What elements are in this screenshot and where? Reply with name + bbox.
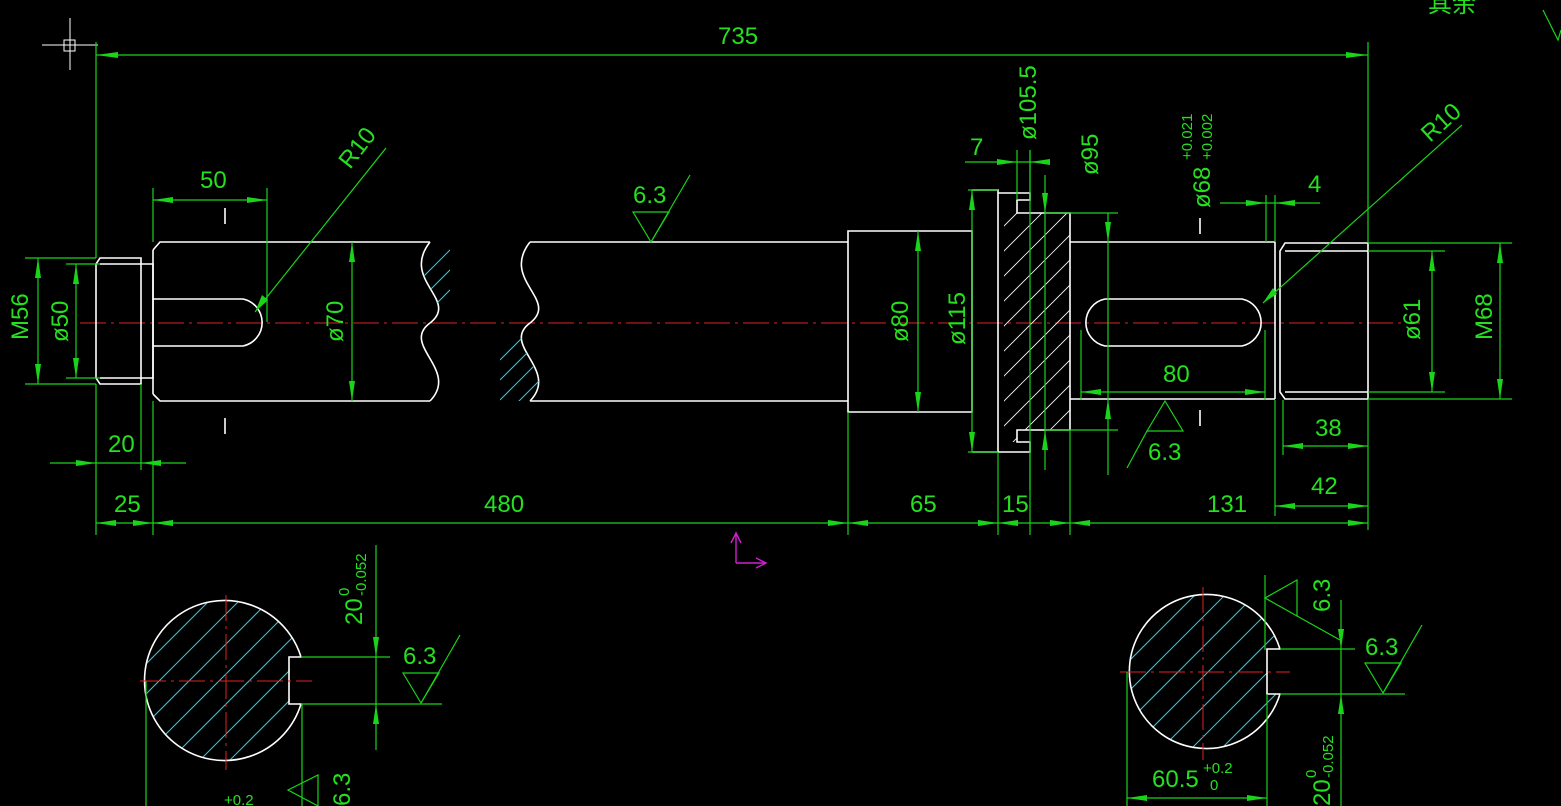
dim-dia68-text: ø68 <box>1189 167 1216 208</box>
sec-right-depth-tol-upper: +0.2 <box>1203 760 1233 777</box>
dim-dia50-text: ø50 <box>47 301 74 342</box>
dim-r10-left: R10 <box>333 122 381 173</box>
dim-50: 50 <box>200 167 227 194</box>
dim-bottom-chain: 25 480 65 15 131 <box>95 384 1368 535</box>
dim-overall: 735 <box>95 23 1369 258</box>
sec-right-tol-lower: -0.052 <box>1320 735 1337 778</box>
dim-38-42: 38 42 <box>1274 400 1369 530</box>
dim-20-text: 20 <box>108 431 135 458</box>
dim-dia95: ø95 <box>1042 134 1118 470</box>
dim-dia70: ø70 <box>322 242 355 401</box>
roughness-top-value: 6.3 <box>633 182 666 209</box>
dim-r10-right: R10 <box>1416 98 1467 148</box>
dim-dia68: ø68 +0.021 +0.002 <box>1105 114 1216 475</box>
sec-left-roughness: 6.3 <box>403 643 436 670</box>
sec-right-key-width: 20 <box>1309 779 1336 806</box>
dim-m56-text: M56 <box>7 293 34 340</box>
dim-dia68-tol-upper: +0.021 <box>1179 114 1196 160</box>
roughness-top: 6.3 <box>631 174 691 244</box>
dim-7: 7 <box>970 134 983 161</box>
dim-dia50: ø50 <box>47 263 100 379</box>
sec-right-roughness-key: 6.3 <box>1365 634 1398 661</box>
dim-dia61: ø61 <box>1368 250 1445 393</box>
dim-dia68-tol-lower: +0.002 <box>1199 114 1216 160</box>
section-right: 6.3 6.3 20 0 -0.052 60.5 +0.2 0 <box>1120 575 1423 806</box>
dim-m56: M56 <box>7 257 96 385</box>
dim-m68: M68 <box>1368 242 1512 400</box>
crosshair-cursor <box>42 18 98 70</box>
ucs-icon <box>730 531 768 569</box>
sec-right-depth: 60.5 <box>1152 766 1199 793</box>
sec-right-tol-upper: 0 <box>1303 770 1320 778</box>
dim-key-right: 80 <box>1080 330 1266 400</box>
dim-20: 20 <box>50 384 186 470</box>
dim-38: 38 <box>1315 415 1342 442</box>
dim-dia70-text: ø70 <box>322 301 349 342</box>
sec-right-roughness-top: 6.3 <box>1309 579 1336 612</box>
dim-dia80: ø80 <box>887 231 921 412</box>
dim-gap4: 4 <box>1220 171 1321 242</box>
corner-roughness-symbol <box>1542 9 1561 42</box>
dim-131: 131 <box>1207 491 1247 518</box>
dim-dia105: 7 ø105.5 <box>965 65 1050 490</box>
sec-left-tol-bottom: +0.2 <box>224 792 254 806</box>
dim-dia61-text: ø61 <box>1399 299 1426 340</box>
sec-left-tol-lower: -0.052 <box>353 553 370 596</box>
dim-42: 42 <box>1311 473 1338 500</box>
roughness-mid-value: 6.3 <box>1148 439 1181 466</box>
sec-right-depth-tol-lower: 0 <box>1210 777 1218 794</box>
dim-15: 15 <box>1002 491 1029 518</box>
dim-dia105-text: ø105.5 <box>1015 65 1042 140</box>
dim-80: 80 <box>1163 361 1190 388</box>
section-left: 20 0 -0.052 6.3 6.3 +0.2 <box>140 545 461 806</box>
sec-left-key-width: 20 <box>341 598 368 625</box>
dim-65: 65 <box>910 491 937 518</box>
sec-left-tol-upper: 0 <box>336 588 353 596</box>
roughness-mid: 6.3 <box>1126 399 1185 469</box>
dim-4: 4 <box>1308 171 1321 198</box>
dim-480: 480 <box>484 491 524 518</box>
dim-735: 735 <box>718 23 758 50</box>
dim-dia115: ø115 <box>944 189 998 453</box>
dim-25: 25 <box>114 491 141 518</box>
dim-dia115-text: ø115 <box>944 292 971 345</box>
leader-r10-left: R10 <box>254 122 387 313</box>
dim-m68-text: M68 <box>1471 293 1498 340</box>
shaft-outline <box>95 189 1369 453</box>
sec-left-roughness-bottom: 6.3 <box>329 773 356 806</box>
dim-dia95-text: ø95 <box>1077 134 1104 175</box>
corner-text: 其余 <box>1428 0 1476 18</box>
dim-dia80-text: ø80 <box>887 301 914 342</box>
shaft-hatching <box>421 200 1070 442</box>
section-marks <box>224 208 1201 434</box>
